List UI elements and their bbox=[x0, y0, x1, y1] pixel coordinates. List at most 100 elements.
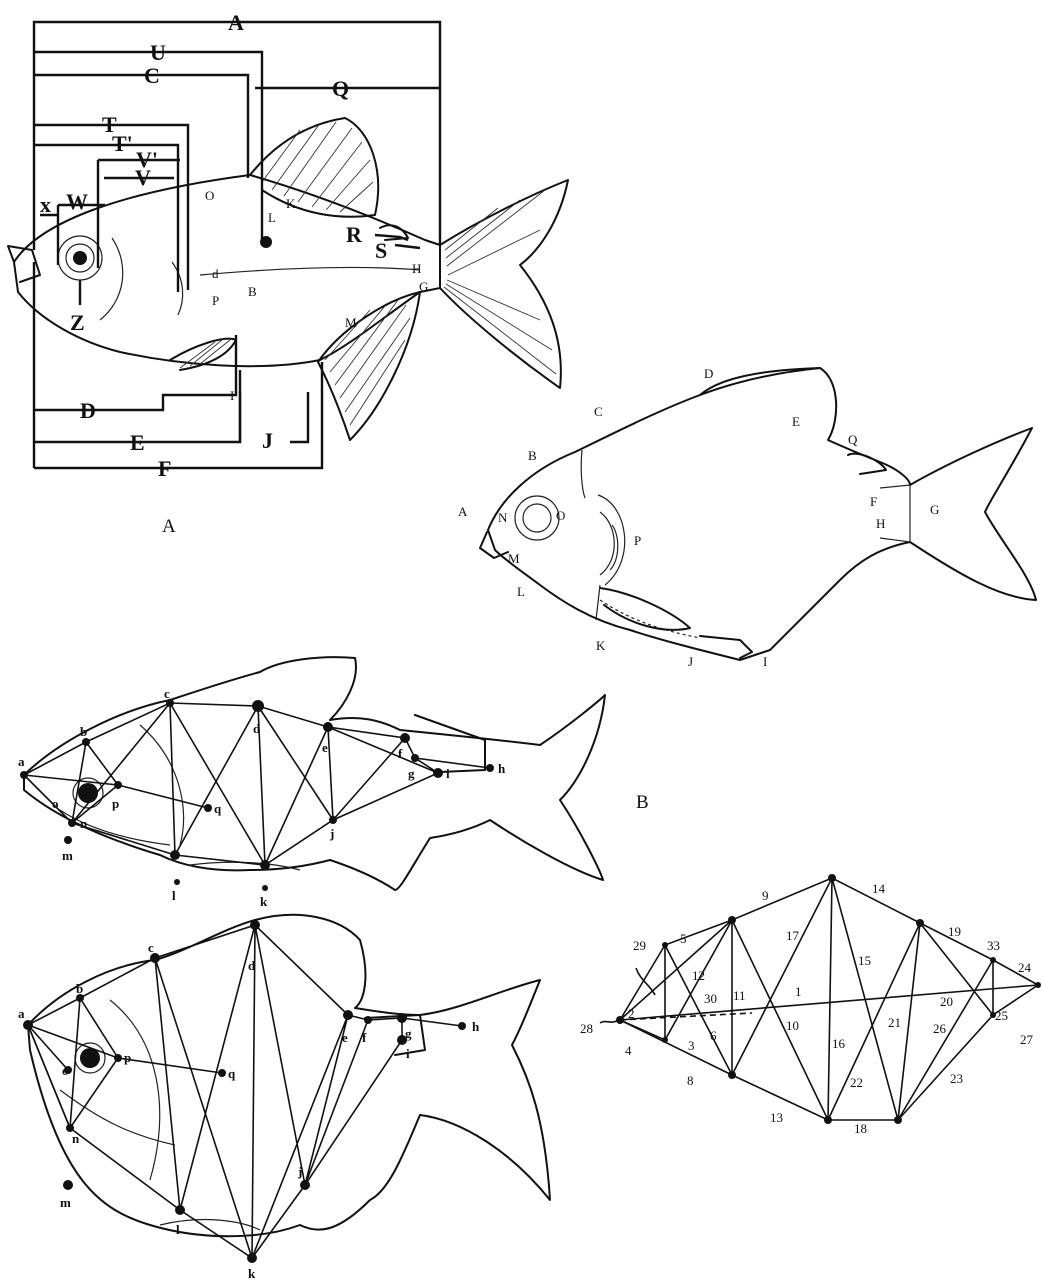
truss-num-13: 13 bbox=[770, 1110, 783, 1125]
truss-num-25: 25 bbox=[995, 1008, 1008, 1023]
inner-mark-b: B bbox=[248, 284, 257, 299]
truss-fish-2-network bbox=[28, 925, 462, 1258]
inner-mark-l: L bbox=[268, 210, 276, 225]
truss1-label-k: k bbox=[260, 894, 268, 909]
bracket-label-z: Z bbox=[70, 310, 85, 335]
truss1-label-o: o bbox=[52, 796, 59, 811]
truss2-label-n: n bbox=[72, 1131, 80, 1146]
truss2-label-h: h bbox=[472, 1019, 480, 1034]
bracket-label-a: A bbox=[228, 10, 244, 35]
landmark-label-b: B bbox=[528, 448, 537, 463]
truss1-label-a: a bbox=[18, 754, 25, 769]
truss1-label-f: f bbox=[398, 746, 403, 761]
truss-schematic-network bbox=[600, 878, 1038, 1120]
truss-num-30: 30 bbox=[704, 991, 717, 1006]
bracket-label-r: R bbox=[346, 222, 363, 247]
truss-schematic: 1 2 3 4 5 6 8 9 10 11 12 13 14 15 16 17 … bbox=[580, 874, 1041, 1136]
truss1-label-i: i bbox=[446, 766, 450, 781]
truss-num-19: 19 bbox=[948, 924, 961, 939]
truss-num-15: 15 bbox=[858, 953, 871, 968]
truss1-label-l: l bbox=[172, 888, 176, 903]
truss1-label-d: d bbox=[253, 721, 261, 736]
bracket-label-t-prime: T' bbox=[112, 131, 133, 156]
truss-num-23: 23 bbox=[950, 1071, 963, 1086]
truss-fish-2: a b c d e f g h i j k l m n o p q bbox=[18, 915, 550, 1281]
panel-b: A B C D E Q F G H I J K L M N O P B bbox=[458, 366, 1036, 813]
truss-num-17: 17 bbox=[786, 928, 800, 943]
truss1-label-n: n bbox=[80, 816, 88, 831]
truss-num-4: 4 bbox=[625, 1043, 632, 1058]
truss2-label-k: k bbox=[248, 1266, 256, 1281]
truss1-label-j: j bbox=[329, 826, 334, 841]
landmark-label-j: J bbox=[688, 654, 693, 669]
landmark-label-g: G bbox=[930, 502, 939, 517]
truss-fish-1: a b c d e f g h i j k l m n o p q bbox=[18, 657, 605, 909]
panel-b-caption: B bbox=[636, 792, 649, 813]
truss-num-24: 24 bbox=[1018, 960, 1032, 975]
truss2-label-d: d bbox=[248, 958, 256, 973]
truss1-label-h: h bbox=[498, 761, 506, 776]
truss1-label-c: c bbox=[164, 686, 170, 701]
landmark-label-f: F bbox=[870, 494, 877, 509]
landmark-label-e: E bbox=[792, 414, 800, 429]
truss-num-16: 16 bbox=[832, 1036, 846, 1051]
bracket-label-x: x bbox=[40, 192, 51, 217]
truss-num-21: 21 bbox=[888, 1015, 901, 1030]
truss2-label-p: p bbox=[124, 1050, 131, 1065]
truss2-label-o: o bbox=[62, 1063, 69, 1078]
inner-mark-g: G bbox=[419, 279, 428, 294]
truss1-label-q: q bbox=[214, 801, 222, 816]
truss-num-10: 10 bbox=[786, 1018, 799, 1033]
truss-num-5: 5 bbox=[680, 931, 687, 946]
bracket-label-c: C bbox=[144, 63, 160, 88]
panel-a-caption: A bbox=[162, 516, 176, 537]
truss2-label-i: i bbox=[406, 1046, 410, 1061]
truss1-label-g: g bbox=[408, 766, 415, 781]
truss1-label-e: e bbox=[322, 740, 328, 755]
landmark-label-m: M bbox=[508, 551, 520, 566]
inner-mark-i: I bbox=[230, 388, 234, 403]
truss2-label-g: g bbox=[405, 1026, 412, 1041]
truss1-label-p: p bbox=[112, 796, 119, 811]
landmark-label-l: L bbox=[517, 584, 525, 599]
truss2-label-e: e bbox=[342, 1030, 348, 1045]
truss-num-18: 18 bbox=[854, 1121, 867, 1136]
landmark-label-p: P bbox=[634, 533, 641, 548]
truss-num-6: 6 bbox=[710, 1028, 717, 1043]
bracket-label-v: V bbox=[135, 165, 151, 190]
bracket-label-f: F bbox=[158, 456, 171, 481]
truss-num-12: 12 bbox=[692, 968, 705, 983]
landmark-label-i: I bbox=[763, 654, 767, 669]
inner-mark-p: P bbox=[212, 293, 219, 308]
inner-mark-h: H bbox=[412, 261, 421, 276]
landmark-label-d: D bbox=[704, 366, 713, 381]
landmark-label-k: K bbox=[596, 638, 606, 653]
truss-num-2: 2 bbox=[628, 1006, 635, 1021]
truss1-label-m: m bbox=[62, 848, 73, 863]
truss-fish-2-labels: a b c d e f g h i j k l m n o p q bbox=[18, 940, 480, 1281]
bracket-label-j: J bbox=[262, 428, 273, 453]
truss-num-8: 8 bbox=[687, 1073, 694, 1088]
inner-mark-o: O bbox=[205, 188, 214, 203]
truss-num-11: 11 bbox=[733, 988, 746, 1003]
inner-mark-k: K bbox=[286, 196, 296, 211]
bracket-label-q: Q bbox=[332, 76, 349, 101]
bracket-label-u: U bbox=[150, 40, 166, 65]
inner-mark-d: d bbox=[212, 266, 219, 281]
panel-a-inner-marks: O d P B M G H I K L bbox=[205, 188, 428, 403]
truss-num-14: 14 bbox=[872, 881, 886, 896]
truss-num-27: 27 bbox=[1020, 1032, 1034, 1047]
landmark-label-n: N bbox=[498, 510, 508, 525]
bracket-label-s: S bbox=[375, 238, 387, 263]
truss-num-26: 26 bbox=[933, 1021, 947, 1036]
inner-mark-m: M bbox=[345, 315, 357, 330]
truss2-label-b: b bbox=[76, 981, 83, 996]
truss-num-9: 9 bbox=[762, 888, 769, 903]
truss-schematic-numbers: 1 2 3 4 5 6 8 9 10 11 12 13 14 15 16 17 … bbox=[580, 881, 1034, 1136]
landmark-label-h: H bbox=[876, 516, 885, 531]
truss-num-28: 28 bbox=[580, 1021, 593, 1036]
truss2-label-j: j bbox=[297, 1164, 302, 1179]
panel-a-bracket-labels: A U C Q T T' V' V x W Z D E J F R S bbox=[40, 10, 387, 481]
bracket-label-w: W bbox=[66, 189, 88, 214]
